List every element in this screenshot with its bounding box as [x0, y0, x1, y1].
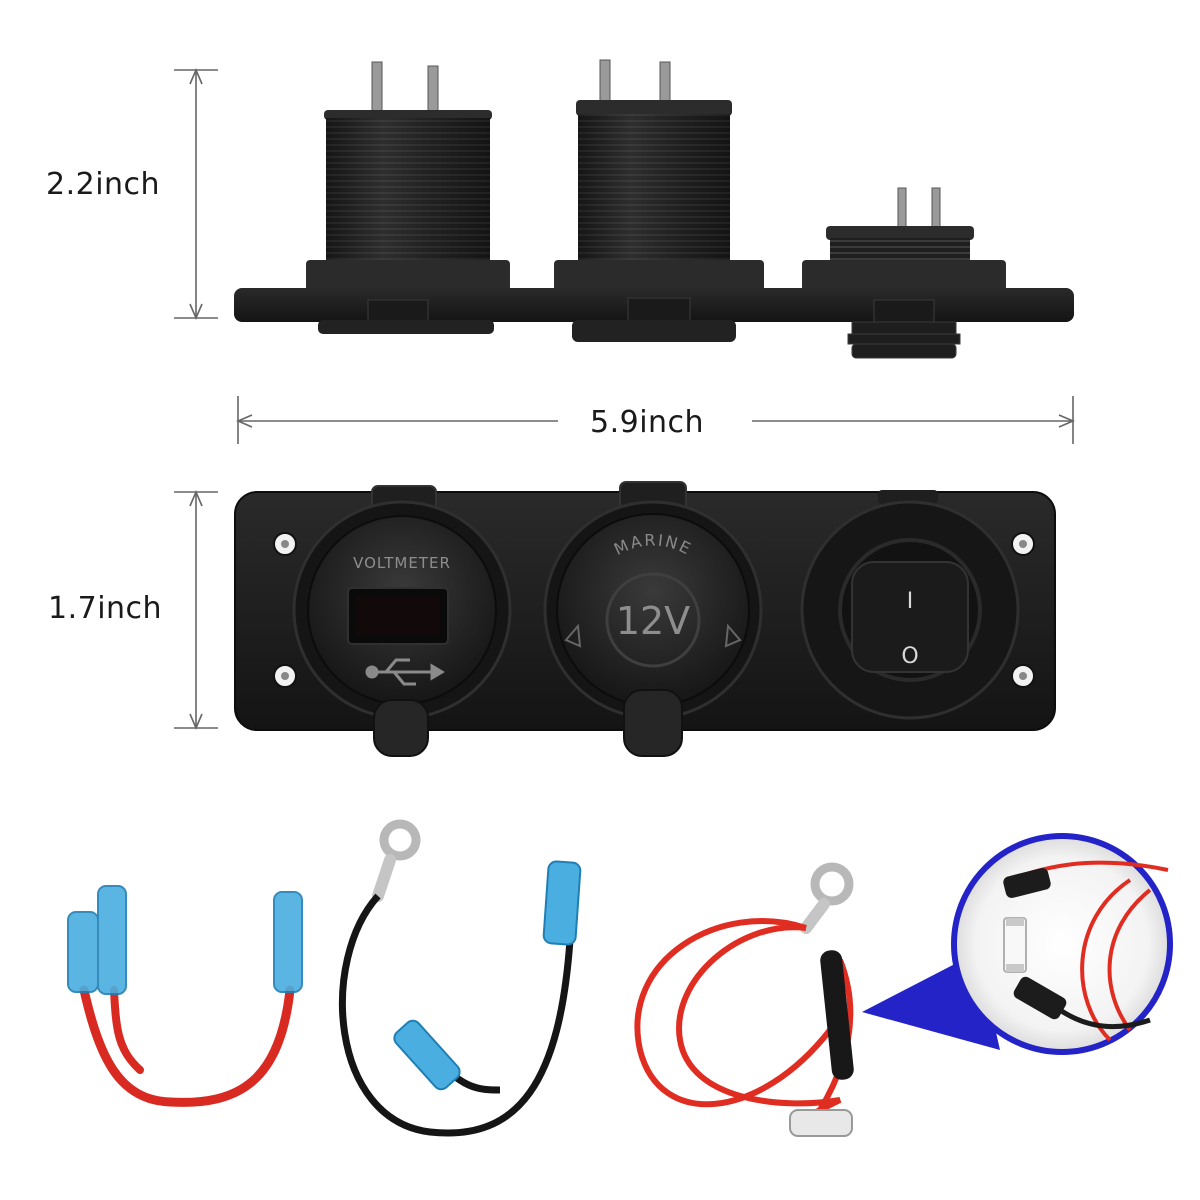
height-front-dimension [174, 489, 218, 731]
front-view-panel: VOLTMETER MARINE [234, 481, 1056, 757]
red-fused-wire [634, 862, 854, 1137]
switch-on-mark: I [907, 589, 914, 614]
black-ring-wire [339, 819, 582, 1137]
height-front-label: 1.7inch [48, 591, 163, 626]
side-view-panel [234, 59, 1074, 359]
usb-voltmeter-socket: VOLTMETER [292, 485, 512, 757]
width-dimension [235, 396, 1076, 444]
height-side-label: 2.2inch [46, 167, 161, 202]
height-side-dimension [174, 67, 218, 321]
rocker-switch: I O [800, 490, 1020, 720]
voltmeter-text: VOLTMETER [353, 554, 451, 572]
cigarette-lighter-socket: MARINE 12V [543, 481, 763, 757]
switch-off-mark: O [901, 644, 918, 669]
zoom-magnifier [862, 833, 1173, 1055]
voltage-text: 12V [616, 599, 690, 643]
red-jumper-wire [67, 885, 303, 1107]
usb-icon [365, 658, 445, 686]
width-label: 5.9inch [590, 405, 705, 440]
